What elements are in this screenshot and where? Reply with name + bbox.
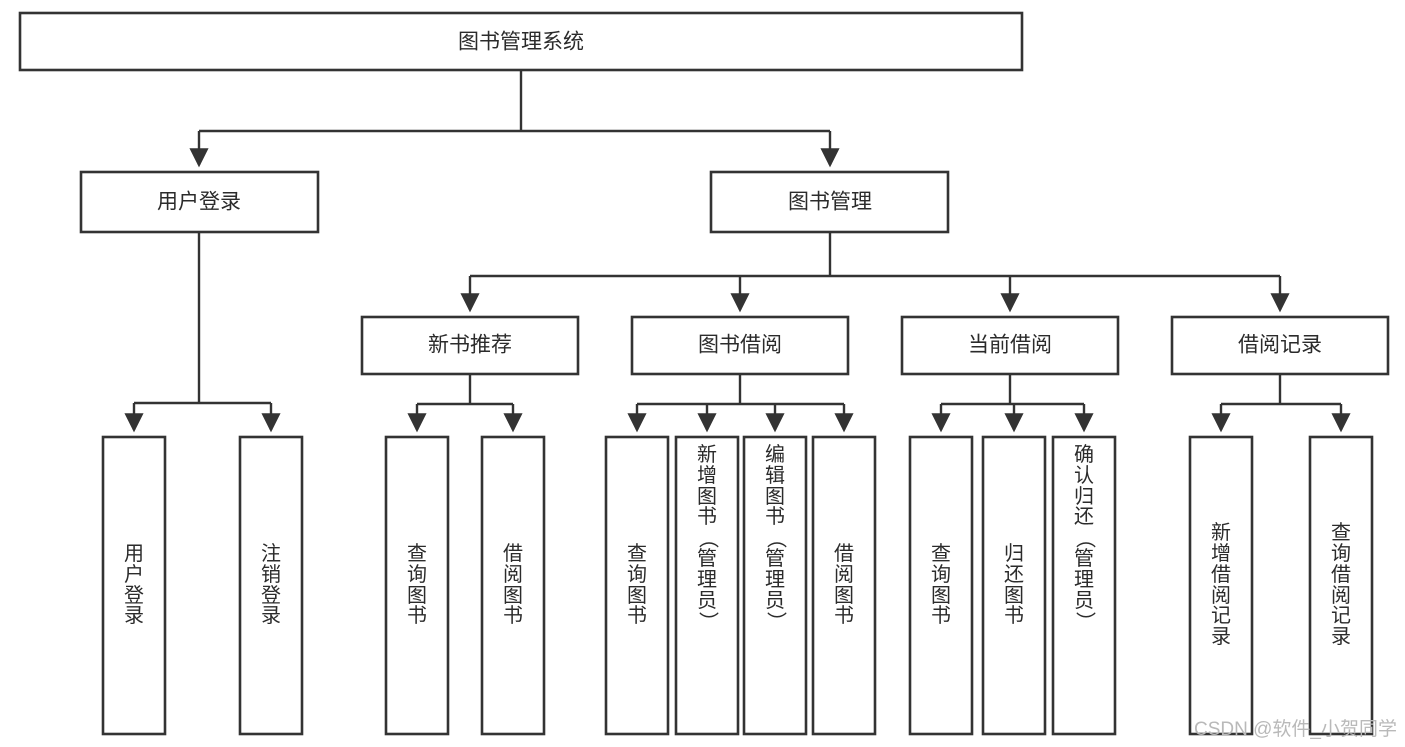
csdn-watermark: CSDN @软件_小贺同学 [1194,719,1397,740]
leaf-box-book-borrow-1[interactable] [604,435,670,736]
leaf-box-new-book-2[interactable] [480,435,546,736]
node-book-manage-box[interactable] [709,170,950,234]
node-new-book-recommend-box[interactable] [360,315,580,376]
node-book-borrow-label: 图书借阅 [698,334,782,357]
node-current-borrow-label: 当前借阅 [968,334,1052,357]
leaf-box-user-login-1[interactable] [101,435,167,736]
node-borrow-record-label: 借阅记录 [1238,334,1322,357]
node-book-borrow-box[interactable] [630,315,850,376]
node-user-login-label: 用户登录 [157,191,241,214]
node-borrow-record-box[interactable] [1170,315,1390,376]
node-current-borrow-box[interactable] [900,315,1120,376]
node-user-login[interactable]: 用户登录 [79,170,320,234]
node-book-borrow[interactable]: 图书借阅 [630,315,850,376]
node-root-label: 图书管理系统 [458,31,584,54]
leaf-box-borrow-record-2[interactable] [1308,435,1374,736]
node-current-borrow[interactable]: 当前借阅 [900,315,1120,376]
node-root[interactable]: 图书管理系统 [18,11,1024,72]
leaf-box-book-borrow-4[interactable] [811,435,877,736]
leaf-box-current-borrow-3[interactable] [1051,435,1117,736]
node-book-manage[interactable]: 图书管理 [709,170,950,234]
leaf-box-book-borrow-3[interactable] [742,435,808,736]
node-borrow-record[interactable]: 借阅记录 [1170,315,1390,376]
leaf-box-borrow-record-1[interactable] [1188,435,1254,736]
node-user-login-box[interactable] [79,170,320,234]
nodes-layer: 图书管理系统 用户登录 图书管理 新书推荐 图书借阅 当前 [18,11,1390,736]
leaf-box-new-book-1[interactable] [384,435,450,736]
leaf-box-book-borrow-2[interactable] [674,435,740,736]
node-book-manage-label: 图书管理 [788,191,872,214]
edges-layer [124,70,1351,433]
leaf-box-user-login-2[interactable] [238,435,304,736]
node-new-book-recommend-label: 新书推荐 [428,334,512,357]
node-root-box[interactable] [18,11,1024,72]
leaf-box-current-borrow-2[interactable] [981,435,1047,736]
leaf-box-current-borrow-1[interactable] [908,435,974,736]
node-new-book-recommend[interactable]: 新书推荐 [360,315,580,376]
